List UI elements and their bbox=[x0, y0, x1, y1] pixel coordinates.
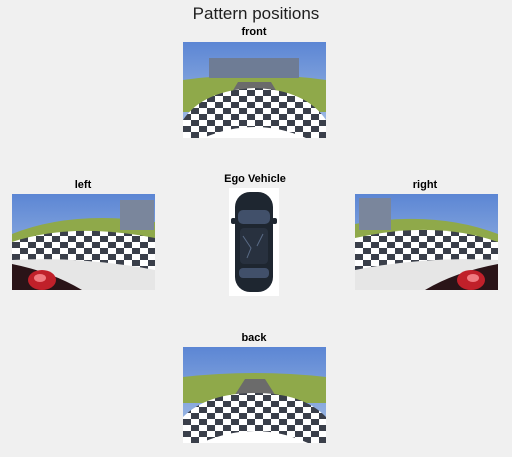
right-label: right bbox=[412, 179, 438, 191]
right-camera-image bbox=[355, 194, 498, 290]
figure-title: Pattern positions bbox=[192, 4, 320, 23]
ego-vehicle-label: Ego Vehicle bbox=[224, 173, 286, 185]
back-label: back bbox=[241, 332, 267, 344]
left-label: left bbox=[74, 179, 92, 191]
back-camera-image bbox=[183, 347, 326, 443]
front-camera-image bbox=[183, 42, 326, 138]
front-label: front bbox=[241, 26, 267, 38]
ego-vehicle-image bbox=[229, 188, 279, 296]
left-camera-image bbox=[12, 194, 155, 290]
